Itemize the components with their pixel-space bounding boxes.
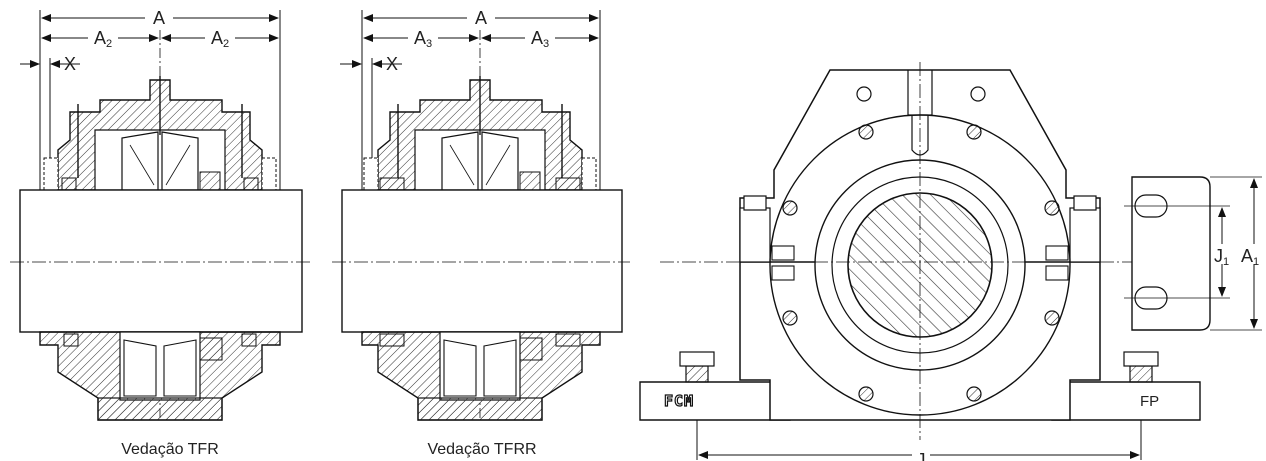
logo-fp: FP — [1140, 393, 1159, 410]
left-dim-a2-label-1: A2 — [94, 28, 112, 50]
middle-caption: Vedação TFRR — [427, 441, 536, 458]
left-caption: Vedação TFR — [121, 441, 219, 458]
middle-dim-a-label: A — [475, 8, 487, 28]
dim-j-label: J — [917, 450, 926, 461]
dim-a1-label: A1 — [1241, 246, 1259, 268]
middle-dim-x-label: X — [386, 54, 398, 74]
dim-j1-label: J1 — [1214, 246, 1229, 268]
left-dim-a2-label-2: A2 — [211, 28, 229, 50]
left-section-view: A A2 A2 X — [10, 6, 310, 458]
left-dim-a-label: A — [153, 8, 165, 28]
logo-fcm: FCM — [664, 392, 694, 410]
left-dim-x-label: X — [64, 54, 76, 74]
middle-dim-a3-label-1: A3 — [414, 28, 432, 50]
middle-dim-a3-label-2: A3 — [531, 28, 549, 50]
front-view: FCM FP J J1 A1 — [639, 62, 1264, 461]
middle-section-view: A A3 A3 X Vedação TFRR — [332, 6, 630, 458]
